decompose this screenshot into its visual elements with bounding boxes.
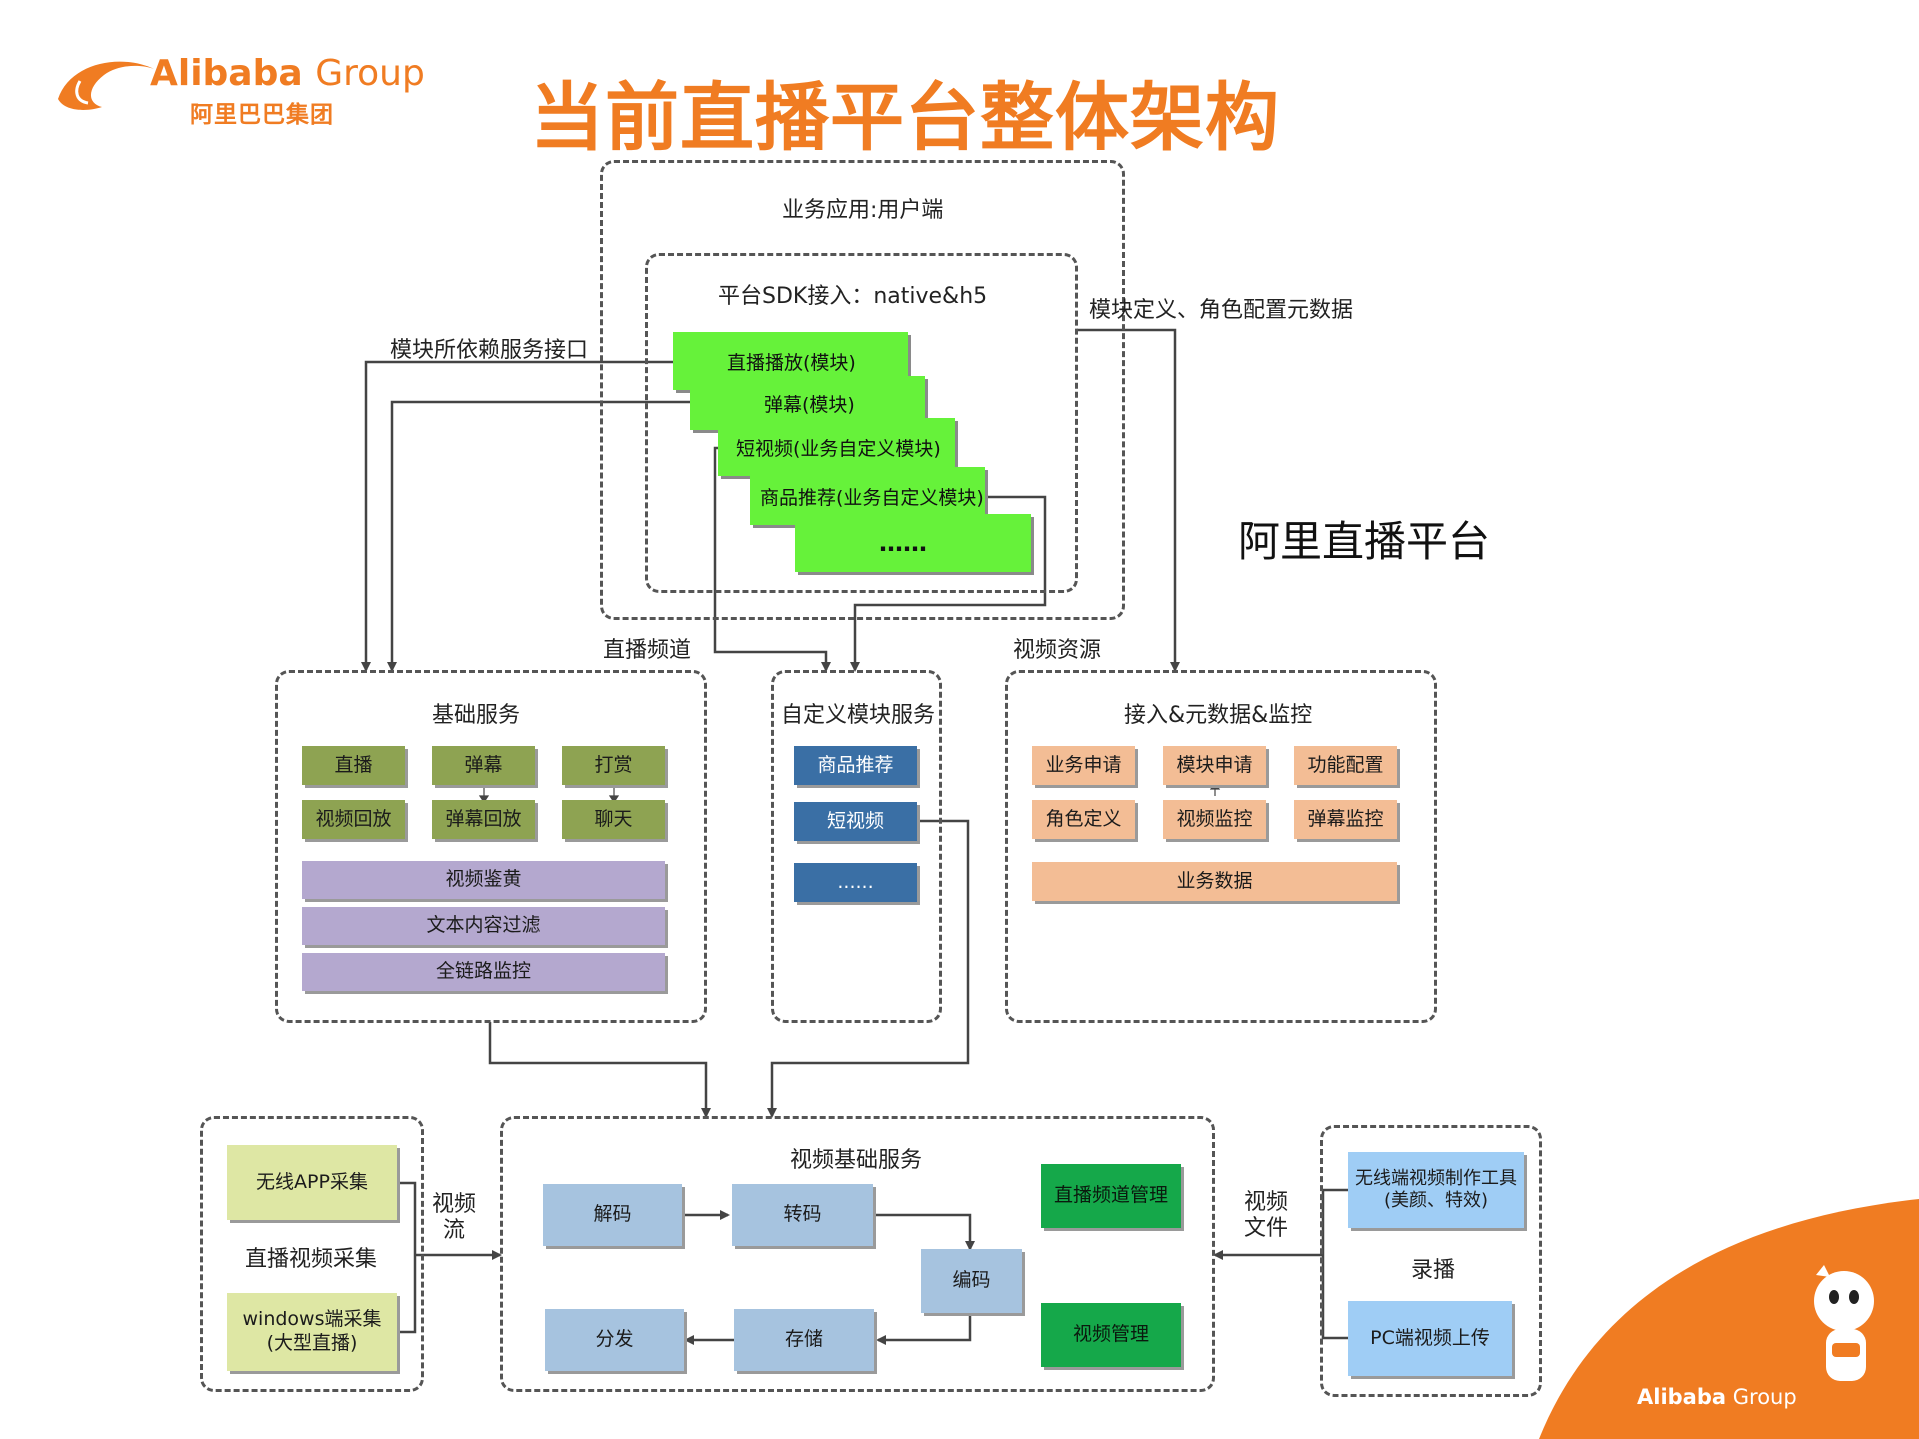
basic-video-porn-check[interactable]: 视频鉴黄 [302, 861, 665, 899]
tick-danmu-head [478, 795, 490, 804]
label-video-resource: 视频资源 [1013, 638, 1102, 663]
arrow-transcode-to-encode [873, 1213, 975, 1251]
footer-logo-light: Group [1732, 1385, 1797, 1409]
access-service-box [1005, 670, 1437, 1023]
arrow-capture-app [397, 1181, 417, 1334]
user-app-title: 业务应用:用户端 [782, 198, 944, 223]
capture-title: 直播视频采集 [245, 1247, 378, 1272]
access-module-apply[interactable]: 模块申请 [1163, 746, 1266, 785]
label-module-deps: 模块所依赖服务接口 [390, 338, 589, 363]
mascot-icon [1814, 1265, 1874, 1381]
arrow-encode-to-store [876, 1313, 972, 1345]
alibaba-smile-icon [58, 61, 154, 110]
arrow-custom-to-video [767, 819, 970, 1118]
video-decode[interactable]: 解码 [543, 1184, 682, 1246]
sdk-box [645, 253, 1078, 593]
basic-chat[interactable]: 聊天 [562, 800, 665, 839]
basic-live[interactable]: 直播 [302, 746, 405, 785]
label-live-channel: 直播频道 [603, 638, 692, 663]
custom-product-rec[interactable]: 商品推荐 [794, 746, 917, 785]
footer-logo-bold: Alibaba [1637, 1385, 1727, 1409]
access-biz-data[interactable]: 业务数据 [1032, 862, 1397, 901]
alibaba-logo: Alibaba Group 阿里巴巴集团 [50, 53, 450, 128]
basic-text-filter[interactable]: 文本内容过滤 [302, 907, 665, 945]
basic-danmu[interactable]: 弹幕 [432, 746, 535, 785]
capture-wireless-app[interactable]: 无线APP采集 [227, 1145, 397, 1220]
logo-en-light: Group [315, 53, 425, 94]
tick-reward-head [608, 795, 620, 804]
video-transcode[interactable]: 转码 [732, 1184, 873, 1246]
video-basic-box [500, 1116, 1215, 1392]
recording-pc-upload[interactable]: PC端视频上传 [1348, 1301, 1512, 1376]
custom-more[interactable]: ...... [794, 863, 917, 902]
arrow-basic-to-video [488, 1022, 711, 1118]
custom-service-box [771, 670, 942, 1023]
basic-danmu-replay[interactable]: 弹幕回放 [432, 800, 535, 839]
module-more[interactable]: …… [795, 514, 1031, 572]
label-module-meta: 模块定义、角色配置元数据 [1089, 298, 1354, 323]
video-live-channel-mgmt[interactable]: 直播频道管理 [1041, 1164, 1181, 1228]
arrow-sdk-to-access [1077, 328, 1180, 672]
module-short-video[interactable]: 短视频(业务自定义模块) [718, 418, 955, 476]
arrow-live-play-to-basic [361, 360, 673, 672]
video-basic-title: 视频基础服务 [790, 1148, 923, 1173]
custom-short-video[interactable]: 短视频 [794, 802, 917, 841]
page-title: 当前直播平台整体架构 [530, 75, 1280, 161]
capture-windows[interactable]: windows端采集 (大型直播) [227, 1293, 397, 1371]
video-store[interactable]: 存储 [734, 1309, 874, 1371]
basic-trace-monitor[interactable]: 全链路监控 [302, 953, 665, 991]
arrow-recording-links [1321, 1188, 1348, 1340]
arrow-product-to-custom [850, 495, 1047, 672]
tick-video-monitor-head [1209, 781, 1221, 790]
access-video-monitor[interactable]: 视频监控 [1163, 800, 1266, 839]
recording-wireless-tool[interactable]: 无线端视频制作工具 (美颜、特效) [1348, 1152, 1524, 1228]
access-biz-apply[interactable]: 业务申请 [1032, 746, 1135, 785]
logo-en-bold: Alibaba [150, 53, 303, 94]
recording-box [1320, 1125, 1542, 1397]
user-app-box [600, 160, 1125, 620]
footer-orange-swoosh [1539, 1199, 1919, 1439]
capture-box [200, 1116, 424, 1392]
label-video-file: 视频 文件 [1244, 1190, 1289, 1242]
platform-label: 阿里直播平台 [1238, 517, 1491, 566]
logo-cn: 阿里巴巴集团 [190, 102, 334, 128]
video-distribute[interactable]: 分发 [545, 1309, 684, 1371]
basic-service-box [275, 670, 707, 1023]
access-role-define[interactable]: 角色定义 [1032, 800, 1135, 839]
video-mgmt[interactable]: 视频管理 [1041, 1303, 1181, 1367]
label-video-stream: 视频 流 [432, 1192, 477, 1244]
recording-title: 录播 [1411, 1258, 1456, 1283]
access-service-title: 接入&元数据&监控 [1124, 703, 1313, 728]
video-encode[interactable]: 编码 [921, 1249, 1022, 1313]
access-feature-config[interactable]: 功能配置 [1294, 746, 1397, 785]
basic-video-replay[interactable]: 视频回放 [302, 800, 405, 839]
access-danmu-monitor[interactable]: 弹幕监控 [1294, 800, 1397, 839]
basic-reward[interactable]: 打赏 [562, 746, 665, 785]
arrow-danmu-to-basic [387, 400, 690, 672]
sdk-title: 平台SDK接入：native&h5 [718, 284, 988, 309]
basic-service-title: 基础服务 [432, 703, 521, 728]
custom-service-title: 自定义模块服务 [781, 703, 936, 728]
footer-logo: Alibaba Group [1637, 1385, 1797, 1409]
